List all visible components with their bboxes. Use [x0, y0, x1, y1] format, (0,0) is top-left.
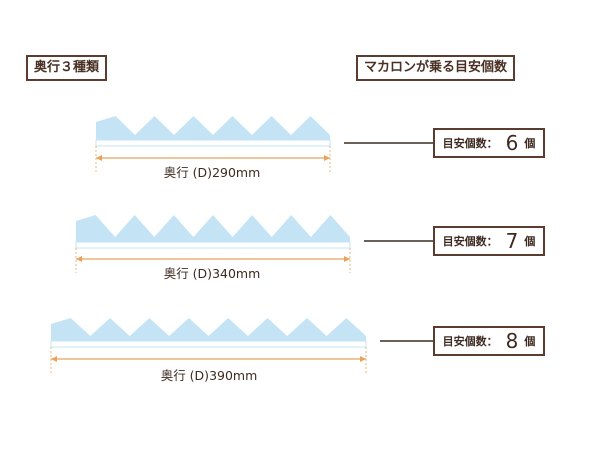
count-label: 目安個数：: [442, 137, 498, 150]
count-unit: 個: [524, 137, 536, 150]
dimension-arrow-right: [344, 256, 350, 262]
depth-types-header: 奥行３種類: [26, 55, 108, 81]
count-label: 目安個数：: [442, 235, 498, 248]
depth-label-390: 奥行 (D)390mm: [160, 368, 258, 383]
depth-label-290: 奥行 (D)290mm: [163, 165, 261, 180]
count-box-340: 目安個数： 7 個: [433, 226, 545, 256]
tray-wave: [51, 318, 366, 341]
count-value: 7: [505, 229, 519, 253]
dimension-arrow-right: [324, 155, 330, 161]
macaron-count-header: マカロンが乗る目安個数: [356, 55, 516, 81]
tray-base: [75, 241, 351, 249]
dimension-arrow-right: [360, 356, 366, 362]
tray-wave: [96, 116, 330, 140]
dimension-arrow-left: [51, 356, 57, 362]
tray-wave: [76, 215, 350, 242]
dimension-arrow-left: [96, 155, 102, 161]
count-value: 8: [505, 329, 519, 353]
count-box-290: 目安個数： 6 個: [433, 128, 545, 158]
count-unit: 個: [524, 335, 536, 348]
tray-base: [95, 139, 331, 147]
count-value: 6: [505, 131, 519, 155]
count-unit: 個: [524, 235, 536, 248]
count-box-390: 目安個数： 8 個: [433, 326, 545, 356]
count-label: 目安個数：: [442, 335, 498, 348]
tray-base: [50, 340, 367, 348]
tray-row-340: [75, 215, 433, 273]
tray-row-390: [50, 318, 433, 373]
dimension-arrow-left: [76, 256, 82, 262]
tray-row-290: [95, 116, 433, 172]
depth-label-340: 奥行 (D)340mm: [163, 266, 261, 281]
